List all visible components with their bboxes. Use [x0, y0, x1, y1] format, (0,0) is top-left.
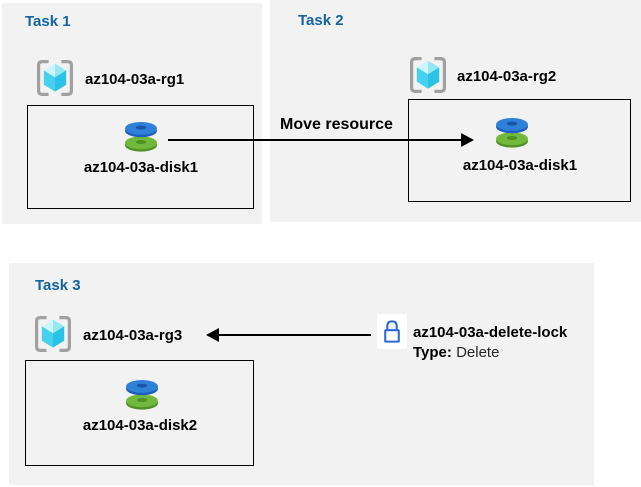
- resource-group-label: az104-03a-rg3: [83, 327, 183, 344]
- resource-group-label: az104-03a-rg2: [457, 68, 557, 85]
- task2-panel: [270, 0, 641, 222]
- task3-panel: [9, 263, 594, 485]
- resource-group-icon: [35, 316, 71, 352]
- disk-icon: [126, 380, 158, 410]
- resource-group-label: az104-03a-rg1: [85, 71, 185, 88]
- disk-icon: [496, 118, 528, 148]
- delete-lock-name: az104-03a-delete-lock: [413, 324, 568, 341]
- disk-label: az104-03a-disk1: [462, 157, 578, 174]
- lock-icon-background: [377, 314, 407, 349]
- task3-title: Task 3: [35, 277, 81, 294]
- resource-group-icon: [37, 60, 73, 96]
- delete-lock-arrow-head: [206, 328, 219, 342]
- resource-box-task1: [27, 105, 254, 209]
- resource-box-task2: [408, 99, 631, 202]
- disk-label: az104-03a-disk1: [83, 159, 199, 176]
- task1-title: Task 1: [25, 13, 71, 30]
- resource-box-task3: [25, 360, 254, 466]
- task2-title: Task 2: [298, 12, 344, 29]
- delete-lock-type: Type: Delete: [413, 344, 499, 361]
- disk-label: az104-03a-disk2: [82, 417, 198, 434]
- lock-icon: [384, 320, 400, 343]
- delete-lock-type-label: Type:: [413, 344, 452, 361]
- task1-panel: [2, 3, 262, 224]
- move-arrow-line: [168, 139, 462, 141]
- delete-lock-type-value: Delete: [456, 344, 500, 361]
- move-arrow-head: [461, 133, 474, 147]
- disk-icon: [125, 122, 157, 152]
- delete-lock-arrow-line: [219, 334, 371, 336]
- move-arrow-label: Move resource: [280, 116, 393, 133]
- resource-group-icon: [410, 57, 446, 93]
